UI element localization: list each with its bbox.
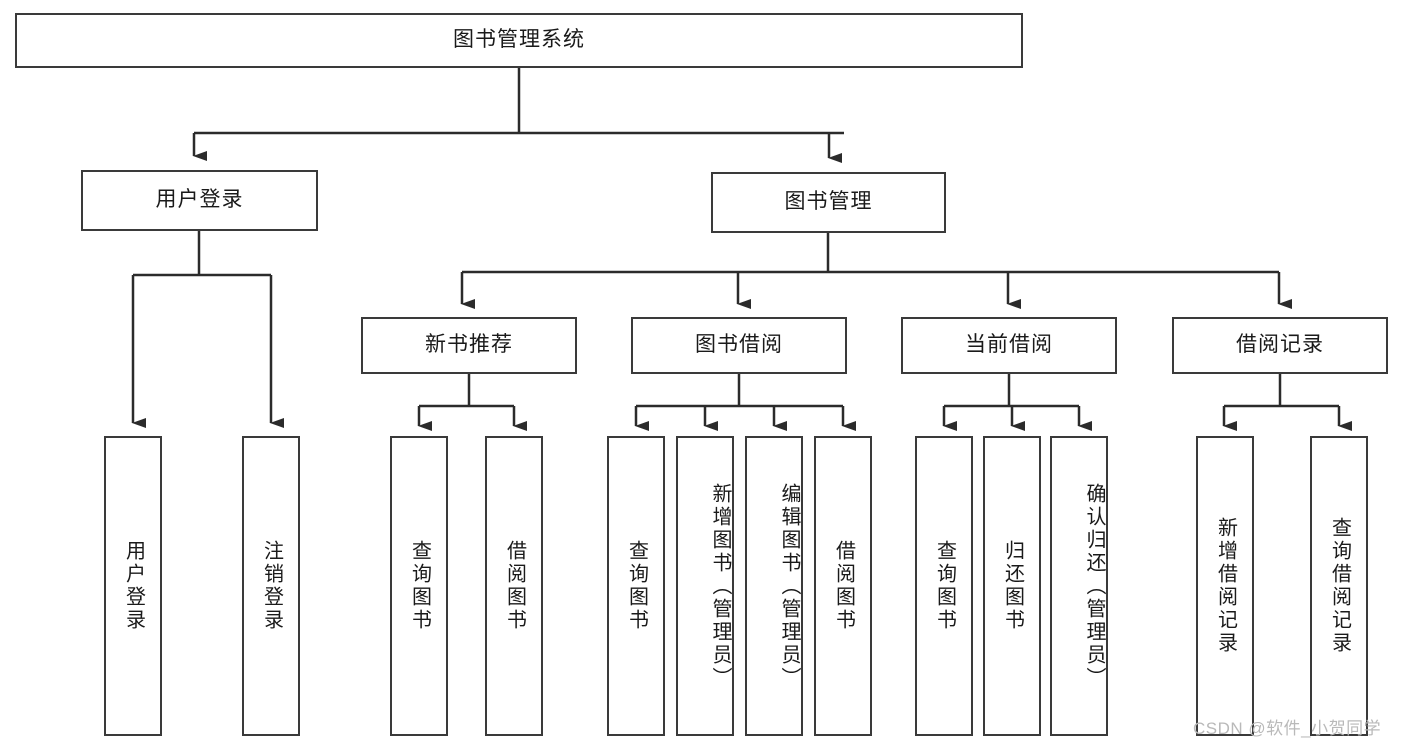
node-leaf-add-borrow-record[interactable]: 新增借阅记录	[1196, 436, 1254, 736]
node-leaf-user-login-label: 用户登录	[122, 540, 145, 632]
node-leaf-edit-book-admin-label: 编辑图书（管理员）	[778, 482, 800, 690]
node-leaf-return-book-label: 归还图书	[1001, 540, 1024, 632]
node-leaf-query-book-2[interactable]: 查询图书	[607, 436, 665, 736]
node-leaf-edit-book-admin[interactable]: 编辑图书（管理员）	[745, 436, 803, 736]
node-leaf-add-borrow-record-label: 新增借阅记录	[1214, 517, 1237, 655]
node-user-login-label: 用户登录	[155, 188, 244, 212]
node-leaf-confirm-return-admin-label: 确认归还（管理员）	[1083, 482, 1105, 690]
node-leaf-query-book-1[interactable]: 查询图书	[390, 436, 448, 736]
node-leaf-borrow-book-1-label: 借阅图书	[503, 540, 526, 632]
node-new-book-recommend[interactable]: 新书推荐	[361, 317, 577, 374]
node-leaf-logout-login-label: 注销登录	[260, 540, 283, 632]
node-leaf-add-book-admin-label: 新增图书（管理员）	[709, 482, 731, 690]
node-leaf-query-book-3-label: 查询图书	[933, 540, 956, 632]
node-borrow-record[interactable]: 借阅记录	[1172, 317, 1388, 374]
node-leaf-query-book-2-label: 查询图书	[625, 540, 648, 632]
node-leaf-borrow-book-2-label: 借阅图书	[832, 540, 855, 632]
node-user-login[interactable]: 用户登录	[81, 170, 318, 231]
node-leaf-query-borrow-record[interactable]: 查询借阅记录	[1310, 436, 1368, 736]
node-leaf-borrow-book-1[interactable]: 借阅图书	[485, 436, 543, 736]
node-new-book-recommend-label: 新书推荐	[425, 333, 513, 357]
node-root[interactable]: 图书管理系统	[15, 13, 1023, 68]
node-leaf-logout-login[interactable]: 注销登录	[242, 436, 300, 736]
node-leaf-add-book-admin[interactable]: 新增图书（管理员）	[676, 436, 734, 736]
node-book-management-label: 图书管理	[784, 190, 873, 214]
node-book-borrow-label: 图书借阅	[695, 333, 783, 357]
node-current-borrow[interactable]: 当前借阅	[901, 317, 1117, 374]
node-leaf-confirm-return-admin[interactable]: 确认归还（管理员）	[1050, 436, 1108, 736]
node-leaf-user-login[interactable]: 用户登录	[104, 436, 162, 736]
node-leaf-query-book-3[interactable]: 查询图书	[915, 436, 973, 736]
node-leaf-query-borrow-record-label: 查询借阅记录	[1328, 517, 1351, 655]
node-leaf-query-book-1-label: 查询图书	[408, 540, 431, 632]
node-borrow-record-label: 借阅记录	[1236, 333, 1324, 357]
node-leaf-return-book[interactable]: 归还图书	[983, 436, 1041, 736]
node-current-borrow-label: 当前借阅	[965, 333, 1053, 357]
node-book-management[interactable]: 图书管理	[711, 172, 946, 233]
node-root-label: 图书管理系统	[453, 28, 585, 52]
node-leaf-borrow-book-2[interactable]: 借阅图书	[814, 436, 872, 736]
node-book-borrow[interactable]: 图书借阅	[631, 317, 847, 374]
